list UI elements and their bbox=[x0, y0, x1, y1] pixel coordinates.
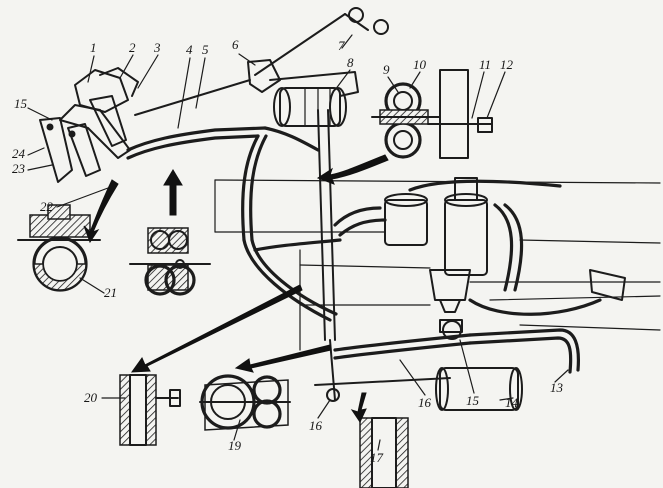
callout-17: 17 bbox=[370, 450, 384, 465]
detail-fitting-17 bbox=[359, 417, 409, 488]
callout-2: 2 bbox=[129, 40, 136, 55]
detail-fitting-20 bbox=[119, 374, 181, 446]
callout-24: 24 bbox=[12, 146, 26, 161]
callout-9: 9 bbox=[383, 62, 390, 77]
callout-20: 20 bbox=[84, 390, 98, 405]
callout-16: 16 bbox=[418, 395, 432, 410]
callout-6: 6 bbox=[232, 37, 239, 52]
callout-13: 13 bbox=[550, 380, 564, 395]
callout-15-bottom: 15 bbox=[466, 393, 480, 408]
leader-lines bbox=[27, 34, 569, 451]
callout-18: 16 bbox=[309, 418, 323, 433]
callout-22: 22 bbox=[40, 199, 54, 214]
callout-5: 5 bbox=[202, 42, 209, 57]
callout-7: 7 bbox=[338, 38, 345, 53]
callout-1: 1 bbox=[90, 40, 97, 55]
callout-4: 4 bbox=[186, 42, 193, 57]
callout-14: 14 bbox=[505, 395, 519, 410]
detail-clamp-10 bbox=[371, 82, 441, 159]
detail-clamp-4 bbox=[129, 227, 211, 296]
callout-12: 12 bbox=[500, 57, 514, 72]
callout-15-top: 15 bbox=[14, 96, 28, 111]
fuel-filters bbox=[384, 177, 488, 313]
callout-3: 3 bbox=[153, 40, 161, 55]
detail-clamp-11-12 bbox=[427, 69, 493, 159]
pointer-arrows bbox=[83, 154, 389, 424]
detail-clamp-19 bbox=[199, 374, 291, 431]
chassis-frame bbox=[214, 179, 661, 351]
lower-pump bbox=[435, 269, 626, 411]
hand-control-assembly bbox=[39, 7, 389, 183]
callout-23: 23 bbox=[12, 161, 26, 176]
callout-19: 19 bbox=[228, 438, 242, 453]
callout-21: 21 bbox=[104, 285, 117, 300]
callout-10: 10 bbox=[413, 57, 427, 72]
fuel-lines bbox=[126, 109, 602, 374]
detail-clamp-21 bbox=[17, 204, 101, 292]
callout-8: 8 bbox=[347, 55, 354, 70]
callout-11: 11 bbox=[479, 57, 491, 72]
callout-labels: 1 2 3 4 5 6 7 8 9 10 11 12 15 24 23 22 2… bbox=[12, 37, 564, 465]
fuel-tap-drum bbox=[269, 71, 359, 127]
